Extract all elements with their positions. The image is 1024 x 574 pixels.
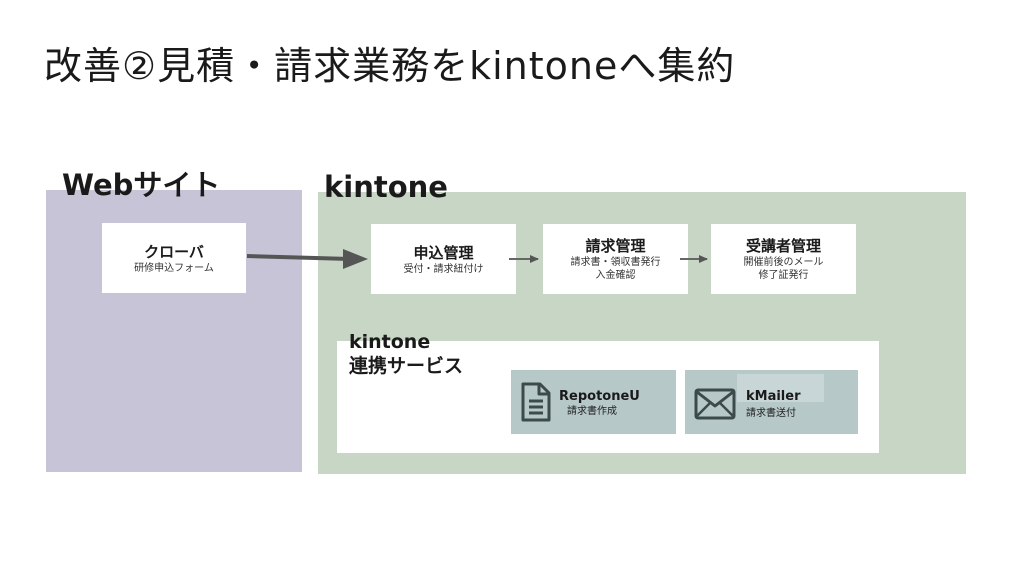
attendee-management-line: 修了証発行 bbox=[758, 270, 809, 281]
kmailer-name: kMailer bbox=[746, 389, 801, 404]
billing-management-box: 請求管理 請求書・領収書発行 入金確認 bbox=[543, 224, 688, 294]
application-management-line: 受付・請求紐付け bbox=[403, 263, 484, 275]
billing-management-line: 入金確認 bbox=[595, 270, 636, 281]
integration-services-label-line1: kintone bbox=[349, 331, 431, 353]
repotoneu-name: RepotoneU bbox=[559, 389, 640, 404]
kmailer-desc: 請求書送付 bbox=[746, 408, 796, 419]
website-label: Webサイト bbox=[62, 168, 221, 202]
attendee-management-title: 受講者管理 bbox=[745, 237, 821, 255]
attendee-management-box: 受講者管理 開催前後のメール 修了証発行 bbox=[711, 224, 856, 294]
arrow-kuroba-to-application-head bbox=[343, 249, 368, 269]
mail-icon bbox=[694, 388, 736, 420]
integration-services-label: kintone 連携サービス bbox=[349, 330, 463, 378]
application-management-title: 申込管理 bbox=[413, 243, 474, 262]
arrow-kuroba-to-application bbox=[246, 254, 351, 261]
kintone-label: kintone bbox=[324, 170, 448, 204]
integration-services-label-line2: 連携サービス bbox=[349, 355, 464, 377]
attendee-management-line: 開催前後のメール bbox=[743, 257, 824, 268]
repotoneu-desc: 請求書作成 bbox=[567, 406, 617, 417]
kuroba-title: クローバ bbox=[144, 242, 204, 261]
kuroba-subtitle: 研修申込フォーム bbox=[134, 262, 214, 274]
kuroba-box: クローバ 研修申込フォーム bbox=[102, 223, 246, 293]
page-title: 改善②見積・請求業務をkintoneへ集約 bbox=[44, 44, 736, 88]
billing-management-line: 請求書・領収書発行 bbox=[570, 257, 661, 268]
billing-management-title: 請求管理 bbox=[585, 237, 646, 255]
application-management-box: 申込管理 受付・請求紐付け bbox=[371, 224, 516, 294]
kmailer-highlight bbox=[737, 374, 824, 402]
document-icon bbox=[521, 382, 551, 422]
